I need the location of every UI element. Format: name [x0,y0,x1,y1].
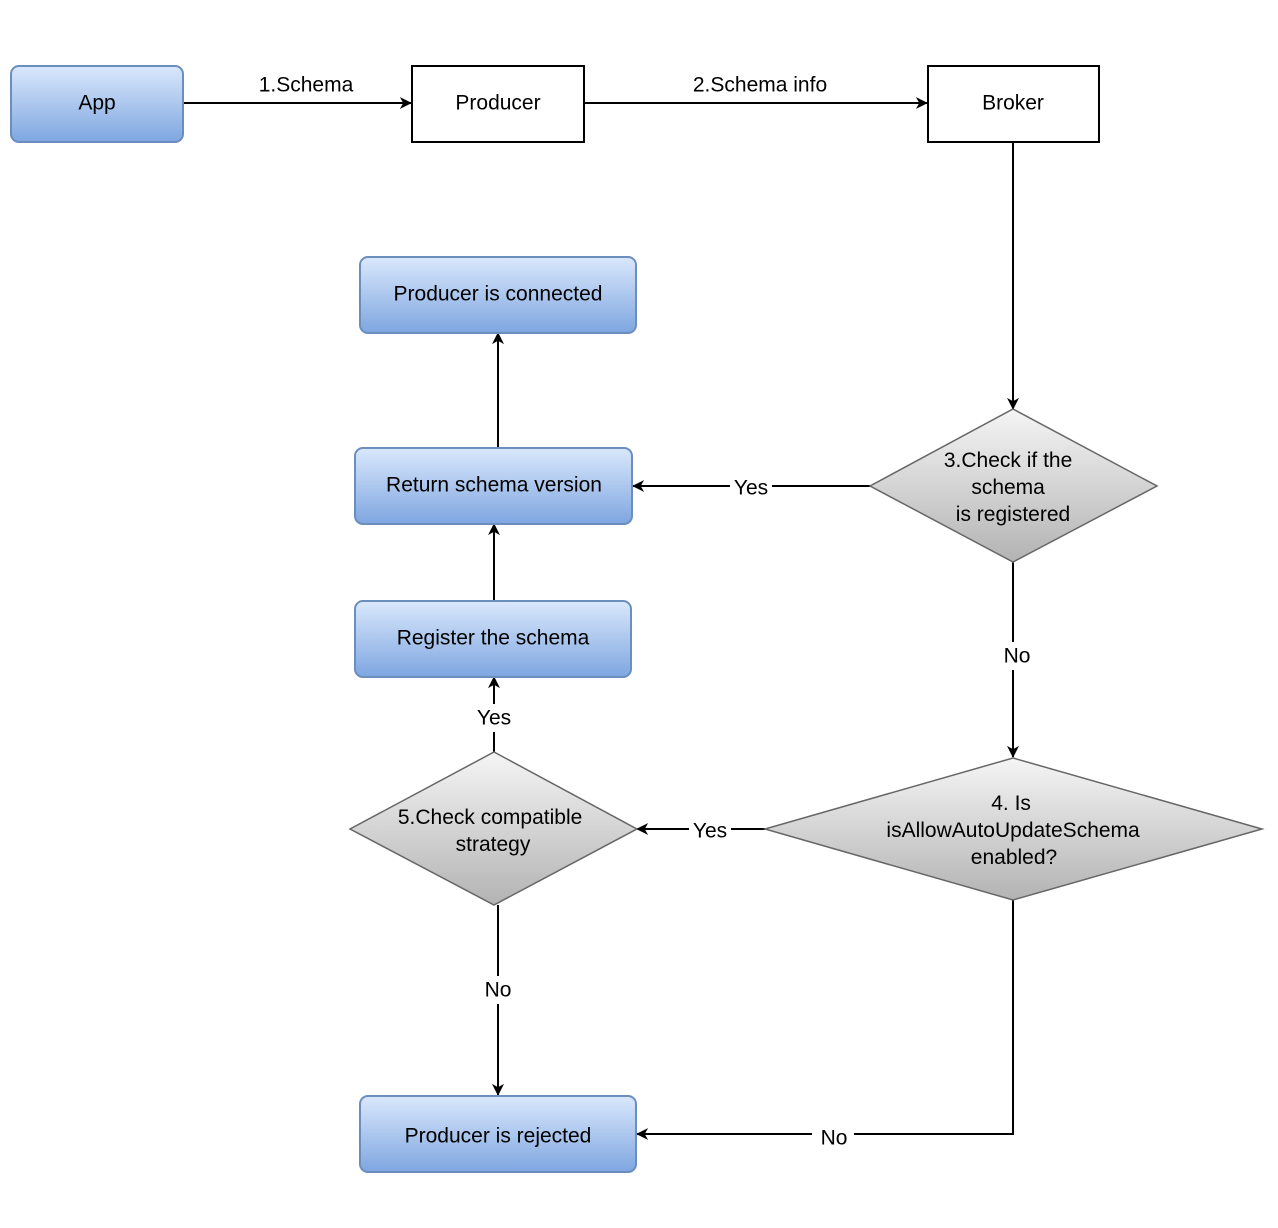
producer-box [411,65,585,143]
check-auto-update-line-2: isAllowAutoUpdateSchema [886,819,1140,842]
node-producer: Producer [411,65,585,143]
edge-labels: 1.Schema 2.Schema info Yes No Yes No Yes… [259,74,1036,1150]
return-version-label: Return schema version [386,474,602,497]
node-register-schema: Register the schema [354,600,632,678]
broker-box [927,65,1100,143]
decision-check-registered: 3.Check if the schema is registered [868,408,1159,563]
check-compatible-label: 5.Check compatible strategy [398,806,588,856]
edge-label-bg [689,818,731,844]
edge-label-compatible-yes: Yes [477,707,511,730]
check-registered-line-1: 3.Check if the [944,449,1072,472]
rejected-label: Producer is rejected [405,1125,592,1148]
app-box [10,65,184,143]
return-version-box [354,447,633,525]
decision-check-auto-update: 4. Is isAllowAutoUpdateSchema enabled? [762,757,1265,901]
node-producer-connected: Producer is connected [359,256,637,334]
producer-label: Producer [455,92,540,115]
node-return-schema-version: Return schema version [354,447,633,525]
node-app: App [10,65,184,143]
edge-label-bg [998,642,1036,670]
check-registered-label: 3.Check if the schema is registered [944,449,1078,526]
check-auto-update-line-3: enabled? [971,846,1057,869]
edge-label-compatible-no: No [485,979,512,1002]
edge-label-auto-update-no: No [821,1127,848,1150]
edge-auto-update-no [636,900,1014,1140]
rejected-box [359,1095,637,1173]
edge-label-bg [730,474,772,500]
check-auto-update-line-1: 4. Is [991,792,1031,815]
register-box [354,600,632,678]
edge-label-registered-yes: Yes [734,477,768,500]
check-registered-line-3: is registered [956,503,1070,526]
edge-label-registered-no: No [1004,645,1031,668]
check-auto-update-label: 4. Is isAllowAutoUpdateSchema enabled? [886,792,1145,869]
check-auto-update-diamond [762,757,1265,901]
app-label: App [78,92,115,115]
edge-label-bg [472,704,516,732]
edge-label-2-schema-info: 2.Schema info [693,74,827,97]
check-compatible-diamond [348,751,639,906]
edge-label-bg [812,1124,854,1150]
connected-label: Producer is connected [394,283,603,306]
edge-label-1-schema: 1.Schema [259,74,354,97]
check-registered-diamond [868,408,1159,563]
check-compatible-line-1: 5.Check compatible [398,806,582,829]
check-registered-line-2: schema [971,476,1045,499]
connected-box [359,256,637,334]
decision-check-compatible: 5.Check compatible strategy [348,751,639,906]
node-broker: Broker [927,65,1100,143]
node-producer-rejected: Producer is rejected [359,1095,637,1173]
edge-label-bg [479,976,517,1004]
register-label: Register the schema [397,627,590,650]
edge-label-auto-update-yes: Yes [693,820,727,843]
check-compatible-line-2: strategy [456,833,531,856]
broker-label: Broker [982,92,1044,115]
